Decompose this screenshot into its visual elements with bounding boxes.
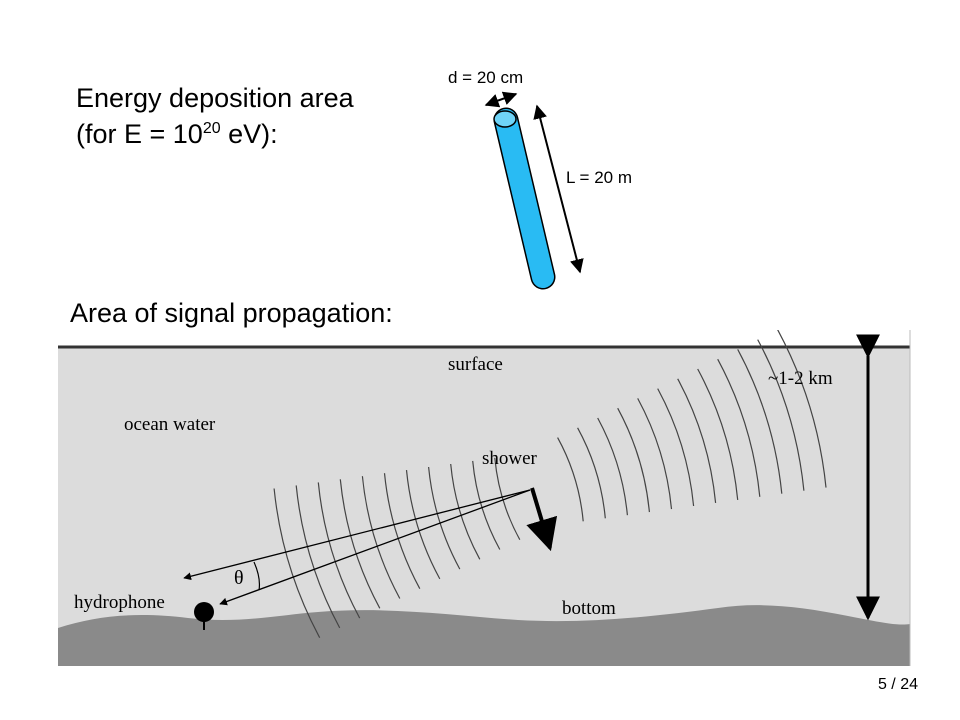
shower-arrow: [526, 487, 558, 552]
cylinder: [493, 107, 556, 290]
title-suffix: eV):: [220, 119, 278, 149]
title-exponent: 20: [202, 120, 221, 137]
propagation-scene: surface ~1-2 km ocean water shower θ hyd…: [58, 330, 911, 666]
subtitle: Area of signal propagation:: [70, 298, 393, 328]
diameter-label: d = 20 cm: [448, 68, 524, 87]
wavefront-arc: [339, 479, 381, 609]
wavefront-arc: [637, 398, 673, 510]
title-line-1: Energy deposition area: [76, 83, 354, 113]
wavefront-arc: [777, 330, 827, 488]
wavefront-arc: [557, 437, 584, 522]
wavefront-arc: [617, 407, 650, 513]
title-line-2: (for E = 1020 eV):: [76, 116, 354, 152]
angle-label: θ: [234, 567, 244, 589]
bottom-label: bottom: [562, 598, 616, 619]
wavefront-arc: [317, 482, 361, 619]
wavefront-arc: [657, 388, 695, 507]
page-total: 24: [900, 676, 918, 693]
wavefront-arc: [577, 427, 606, 519]
slide-title: Energy deposition area (for E = 1020 eV)…: [76, 80, 354, 152]
wavefront-arc: [677, 378, 717, 503]
depth-label: ~1-2 km: [768, 368, 833, 389]
length-arrow: [533, 104, 584, 274]
wavefront-arc: [472, 460, 501, 550]
surface-label: surface: [448, 354, 503, 375]
ray-lower: [219, 489, 531, 606]
cylinder-diagram: [484, 91, 584, 290]
wavefront-arc: [697, 368, 739, 500]
title-prefix: (for E = 10: [76, 119, 203, 149]
wavefront-arc: [450, 463, 481, 560]
ocean-water-label: ocean water: [124, 414, 216, 435]
wavefront-arc: [717, 358, 761, 497]
wavefront-arc: [757, 339, 805, 491]
wavefront-arc: [383, 473, 421, 589]
shower-label: shower: [482, 448, 538, 469]
cylinder-top: [493, 110, 517, 128]
seabed: [58, 605, 910, 666]
hydrophone: [194, 602, 214, 630]
hydrophone-label: hydrophone: [74, 592, 165, 613]
wavefront-arc: [361, 476, 401, 599]
angle-arc: [253, 561, 261, 591]
wavefront-arc: [597, 417, 628, 516]
ray-upper: [183, 489, 531, 581]
wavefront-arc: [405, 470, 441, 580]
wavefront-arc: [295, 485, 341, 629]
diameter-arrow: [484, 91, 518, 108]
wavefront-arc: [428, 466, 461, 570]
page-current: 5: [877, 676, 887, 693]
wavefronts: [273, 330, 827, 638]
wavefront-arc: [737, 349, 783, 494]
wavefront-arc: [273, 488, 321, 638]
page-number: 5 / 24: [877, 676, 918, 693]
